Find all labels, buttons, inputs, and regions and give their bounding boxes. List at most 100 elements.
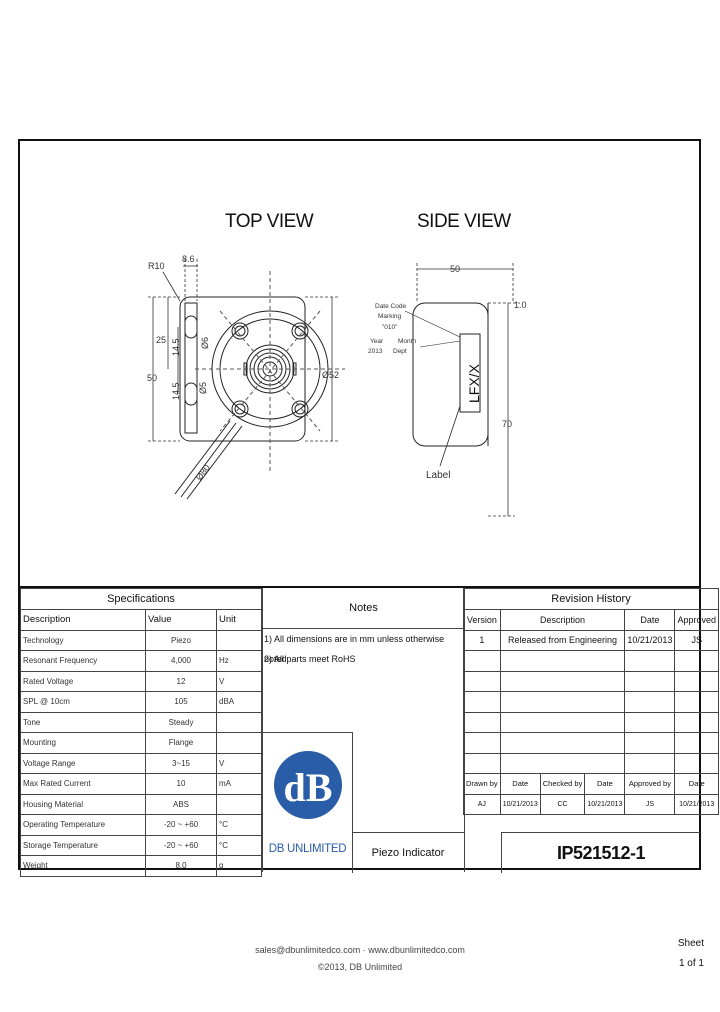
sheet-number: 1 of 1 (678, 958, 704, 969)
spec-unit (216, 629, 262, 651)
rev-header-version: Version (463, 609, 501, 631)
spec-header-description: Description (20, 609, 146, 631)
spec-description: Operating Temperature (20, 814, 146, 836)
part-number: IP521512-1 (501, 832, 700, 873)
sign-header-date-1: Date (499, 773, 541, 795)
rev-header-approved: Approved (674, 609, 719, 631)
sign-header-drawn-by: Drawn by (463, 773, 501, 795)
dim-14-5-lower-label: 14.5 (171, 382, 181, 400)
rev-description: Released from Engineering (499, 629, 626, 651)
revision-row: 1 Released from Engineering 10/21/2013 J… (463, 629, 719, 651)
spec-value: -20 ~ +60 (145, 814, 217, 836)
spec-unit: V (216, 670, 262, 692)
sign-date-1: 10/21/2013 (499, 793, 541, 815)
revision-row-empty (463, 670, 719, 692)
side-view-body (404, 302, 489, 467)
spec-unit: g (216, 855, 262, 877)
spec-unit: °C (216, 814, 262, 836)
sign-checked-by: CC (539, 793, 586, 815)
rev-header-date: Date (624, 609, 676, 631)
company-logo: dB DB UNLIMITED (263, 732, 353, 873)
footer-contact: sales@dbunlimitedco.com · www.dbunlimite… (255, 945, 465, 955)
spec-description: SPL @ 10cm (20, 691, 146, 713)
svg-text:dB: dB (284, 765, 333, 810)
dim-side-50-label: 50 (450, 264, 460, 274)
spec-description: Technology (20, 629, 146, 651)
side-view-label-caption: Label (426, 470, 450, 481)
spec-description: Rated Voltage (20, 670, 146, 692)
spec-description: Resonant Frequency (20, 650, 146, 672)
spec-unit: V (216, 752, 262, 774)
spec-description: Voltage Range (20, 752, 146, 774)
side-view-title: SIDE VIEW (417, 211, 511, 232)
dim-8-6-label: 8.6 (182, 254, 195, 264)
dim-14-5-upper-label: 14.5 (171, 338, 181, 356)
sign-approved-by: JS (624, 793, 676, 815)
logo-wordmark: DB UNLIMITED (268, 843, 347, 855)
db-logo-icon: dB (274, 751, 342, 819)
date-code-callout: Date Code Marking "010" Year Month 2013 … (368, 303, 416, 355)
marking-text: LFX/X (466, 363, 482, 403)
product-name: Piezo Indicator (352, 832, 464, 873)
dim-o6-label: Ø6 (200, 337, 210, 349)
spec-header-unit: Unit (216, 609, 262, 631)
sign-date-3: 10/21/2013 (674, 793, 719, 815)
spec-value: 8.0 (145, 855, 217, 877)
revision-history-title: Revision History (463, 588, 719, 610)
spec-description: Tone (20, 711, 146, 733)
spec-value: 10 (145, 773, 217, 795)
spec-value: Steady (145, 711, 217, 733)
spec-unit: Hz (216, 650, 262, 672)
spec-value: 105 (145, 691, 217, 713)
spec-description: Mounting (20, 732, 146, 754)
drawing-sheet: TOP VIEW SIDE VIEW (18, 139, 719, 877)
dim-25-label: 25 (156, 335, 166, 345)
sign-drawn-by: AJ (463, 793, 501, 815)
sign-header-checked-by: Checked by (539, 773, 586, 795)
top-view-centerlines (195, 271, 345, 471)
top-view-body (174, 296, 329, 500)
date-code-line-4: Year (370, 338, 384, 345)
dim-side-70-label: 70 (502, 419, 512, 429)
rev-header-description: Description (499, 609, 626, 631)
spec-value: Flange (145, 732, 217, 754)
sign-header-date-2: Date (584, 773, 626, 795)
title-block: Specifications Description Value Unit Te… (20, 586, 719, 877)
dim-r10-label: R10 (148, 261, 165, 271)
note-line-1: 1) All dimensions are in mm unless other… (264, 634, 445, 664)
spec-row: Operating Temperature-20 ~ +60°C (20, 814, 262, 836)
spec-row: Storage Temperature-20 ~ +60°C (20, 834, 262, 856)
revision-row-empty (463, 752, 719, 774)
spec-unit: dBA (216, 691, 262, 713)
dim-o52-label: Ø52 (322, 370, 339, 380)
date-code-line-2: Marking (378, 313, 402, 320)
top-view-title: TOP VIEW (225, 211, 314, 232)
sheet-label: Sheet (677, 938, 704, 949)
side-view-dimension-lines (416, 263, 520, 517)
drawing-area: TOP VIEW SIDE VIEW (20, 141, 699, 586)
date-code-line-3: "010" (382, 324, 398, 331)
revision-row-empty (463, 732, 719, 754)
dim-o5-label: Ø5 (198, 382, 208, 394)
revision-row-empty (463, 711, 719, 733)
spec-unit (216, 711, 262, 733)
spec-description: Weight (20, 855, 146, 877)
spec-description: Housing Material (20, 793, 146, 815)
rev-date: 10/21/2013 (624, 629, 676, 651)
technical-drawing: R10 8.6 25 50 14.5 14.5 Ø6 Ø5 Ø52 Ø80 50… (147, 254, 527, 517)
dim-side-1-0-label: 1.0 (514, 300, 527, 310)
specifications-title: Specifications (20, 588, 262, 610)
spec-unit: °C (216, 834, 262, 856)
dim-50-label: 50 (147, 373, 157, 383)
spec-unit (216, 732, 262, 754)
sign-date-2: 10/21/2013 (584, 793, 626, 815)
